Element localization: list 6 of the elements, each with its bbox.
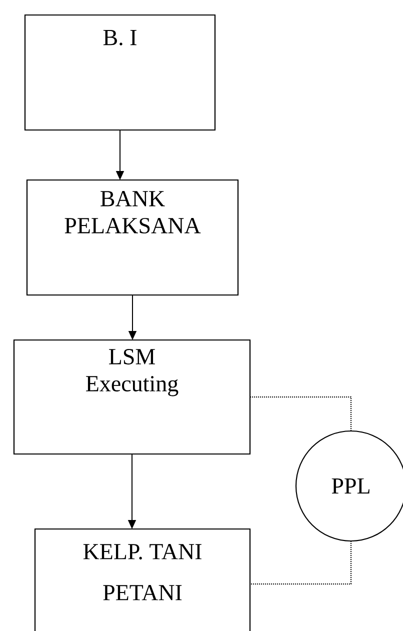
connector-line	[250, 540, 352, 584]
connector-line	[250, 396, 352, 432]
process-box: KELP. TANI PETANI	[34, 528, 251, 631]
process-box: BANK PELAKSANA	[26, 179, 239, 296]
process-box: LSM Executing	[13, 339, 251, 455]
process-box: B. I	[24, 14, 216, 131]
